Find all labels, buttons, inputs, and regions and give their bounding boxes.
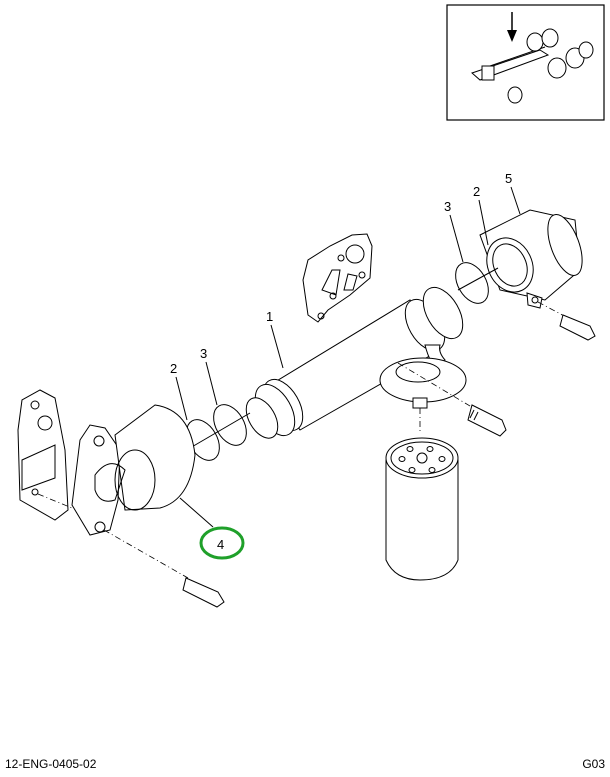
document-id: 12-ENG-0405-02	[5, 757, 97, 771]
bolt-filter-head	[467, 404, 507, 437]
callouts: 1 2 3 4 5 2 3	[170, 171, 521, 560]
locator-inset	[446, 4, 605, 121]
outlet-housing	[479, 209, 583, 319]
gasket-upper	[302, 233, 373, 323]
gasket-lower	[17, 389, 73, 521]
callout-5: 5	[505, 171, 512, 186]
section-code: G03	[582, 757, 605, 771]
callout-2-left: 2	[170, 361, 177, 376]
highlight-ring	[199, 526, 245, 560]
callout-3-left: 3	[200, 346, 207, 361]
inlet-housing	[71, 404, 196, 579]
callout-1: 1	[266, 309, 273, 324]
cooler-tube	[245, 286, 464, 439]
callout-3-right: 3	[444, 199, 451, 214]
bolt-outlet	[559, 314, 596, 341]
truck-chassis-icon	[471, 12, 594, 104]
callout-4: 4	[217, 537, 224, 552]
bolt-inlet	[182, 577, 225, 608]
filter-head	[379, 344, 481, 432]
callout-2-right: 2	[473, 184, 480, 199]
oil-filter	[385, 437, 459, 581]
